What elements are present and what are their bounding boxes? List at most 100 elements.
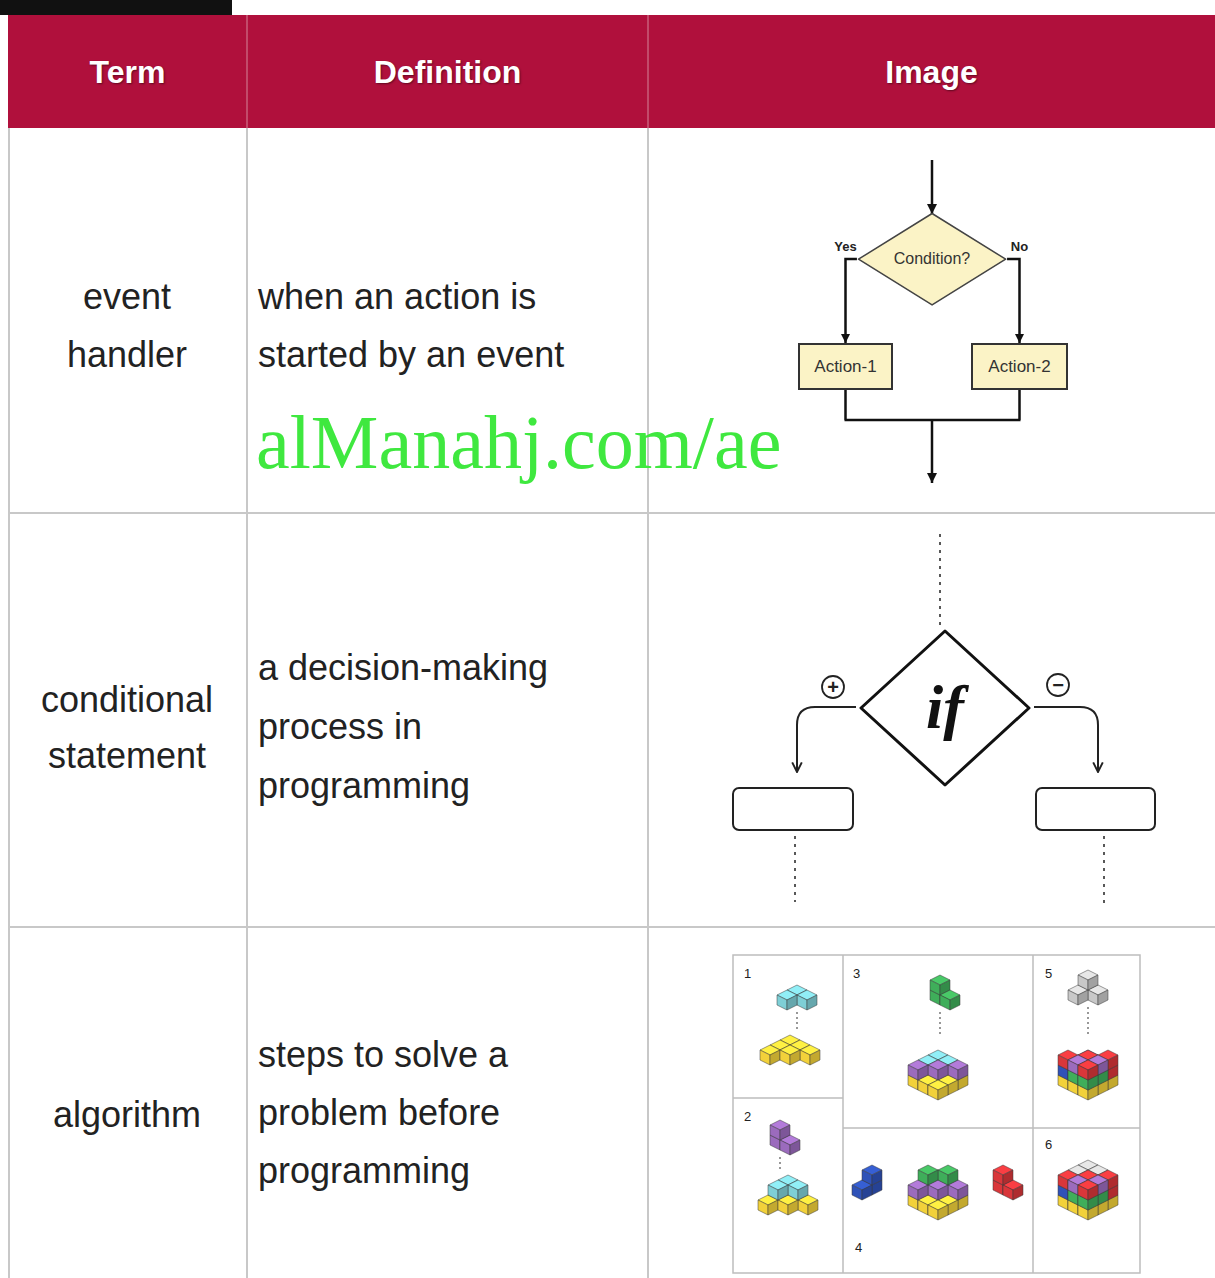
placement-guide xyxy=(796,1012,798,1030)
process-box: Action-2 xyxy=(971,343,1068,390)
step-number: 1 xyxy=(744,966,751,982)
cube-face xyxy=(918,1080,928,1095)
cube-face xyxy=(1098,1180,1108,1195)
diamond-shape xyxy=(861,631,1029,785)
cube-face xyxy=(788,1185,798,1200)
cube-face xyxy=(1108,1055,1118,1070)
panel-divider xyxy=(843,1127,1140,1129)
cube-face xyxy=(797,995,807,1010)
cube-face xyxy=(1098,990,1108,1005)
sign-circle xyxy=(822,676,844,698)
cube-face xyxy=(1068,1060,1078,1075)
cube-face xyxy=(908,1185,918,1200)
cube-face xyxy=(758,1200,768,1215)
term-cell: algorithm xyxy=(22,1086,232,1144)
puzzle-piece xyxy=(1068,970,1108,1005)
cube-face xyxy=(1088,1185,1098,1200)
cube-face xyxy=(928,1065,938,1080)
top-bar xyxy=(0,0,232,15)
cube-face xyxy=(1068,1180,1078,1195)
if-sketch xyxy=(733,534,1155,904)
diamond-shape xyxy=(858,213,1005,304)
header-divider xyxy=(647,15,649,128)
puzzle-piece xyxy=(908,1050,968,1100)
puzzle-piece xyxy=(908,1165,968,1220)
grid-line xyxy=(8,128,10,1278)
puzzle-grid xyxy=(733,955,1140,1273)
cube-face xyxy=(777,995,787,1010)
table-header: Term xyxy=(8,50,247,94)
flow-connector xyxy=(1007,259,1019,343)
cube-face xyxy=(790,1140,800,1155)
step-number: 3 xyxy=(853,966,860,982)
decision-diamond: Condition? xyxy=(857,212,1007,306)
cube-face xyxy=(930,980,940,995)
cube-face xyxy=(928,1085,938,1100)
definition-cell: when an action is started by an event xyxy=(258,268,628,384)
cube-face xyxy=(928,1185,938,1200)
cube-face xyxy=(948,1200,958,1215)
panel-divider xyxy=(842,955,844,1273)
puzzle-piece xyxy=(930,975,960,1010)
placement-guide xyxy=(779,1157,781,1172)
branch-label: No xyxy=(1009,239,1030,254)
cube-face xyxy=(918,1065,928,1080)
branch-arrow xyxy=(1034,707,1098,772)
puzzle-piece xyxy=(852,1165,882,1200)
cube-face xyxy=(948,1170,958,1185)
cube-face xyxy=(760,1050,770,1065)
cube-face xyxy=(958,1185,968,1200)
flow-connector xyxy=(846,259,857,343)
node-text: Action-1 xyxy=(814,357,876,377)
box-shape xyxy=(972,344,1067,389)
cube-face xyxy=(938,1085,948,1100)
cube-face xyxy=(790,1050,800,1065)
process-box: Action-1 xyxy=(798,343,893,390)
step-number: 4 xyxy=(855,1240,862,1256)
dotted-line xyxy=(939,534,941,626)
if-diamond: if xyxy=(858,628,1032,788)
cube-face xyxy=(780,1140,790,1155)
cube-face xyxy=(768,1185,778,1200)
cube-face xyxy=(808,1200,818,1215)
cube-face xyxy=(938,1065,948,1080)
cube-face xyxy=(1078,1185,1088,1200)
puzzle-piece xyxy=(1058,1160,1118,1220)
cube-face xyxy=(810,1050,820,1065)
cube-face xyxy=(948,1065,958,1080)
cube-face xyxy=(1058,1055,1068,1070)
term-cell: conditional statement xyxy=(22,672,232,784)
cube-face xyxy=(862,1170,872,1185)
branch-arrow xyxy=(797,707,856,772)
cube-face xyxy=(948,1185,958,1200)
cube-face xyxy=(993,1170,1003,1185)
step-number: 6 xyxy=(1045,1137,1052,1153)
entry-arrow xyxy=(931,160,934,214)
definition-cell: steps to solve a problem before programm… xyxy=(258,1026,628,1200)
cube-face xyxy=(928,1205,938,1220)
puzzle-piece xyxy=(993,1165,1023,1200)
node-text: Action-2 xyxy=(988,357,1050,377)
step-number: 5 xyxy=(1045,966,1052,982)
panel-frame xyxy=(733,955,1140,1273)
cube-face xyxy=(1013,1185,1023,1200)
cube-face xyxy=(852,1185,862,1200)
flowchart-lines xyxy=(845,160,1021,483)
grid-line xyxy=(246,128,248,1278)
cube-face xyxy=(800,1050,810,1065)
cube-face xyxy=(928,1170,938,1185)
puzzle-piece xyxy=(1058,1050,1118,1100)
cube-face xyxy=(1088,975,1098,990)
cube-face xyxy=(1068,990,1078,1005)
puzzle-piece xyxy=(758,1175,818,1215)
puzzle-piece xyxy=(777,985,817,1010)
cube-face xyxy=(787,995,797,1010)
cube-face xyxy=(938,1170,948,1185)
cube-face xyxy=(778,1185,788,1200)
watermark: alManahj.com/ae xyxy=(256,398,781,486)
cube-face xyxy=(778,1200,788,1215)
cube-face xyxy=(1078,975,1088,990)
cube-face xyxy=(948,1080,958,1095)
cube-face xyxy=(908,1065,918,1080)
